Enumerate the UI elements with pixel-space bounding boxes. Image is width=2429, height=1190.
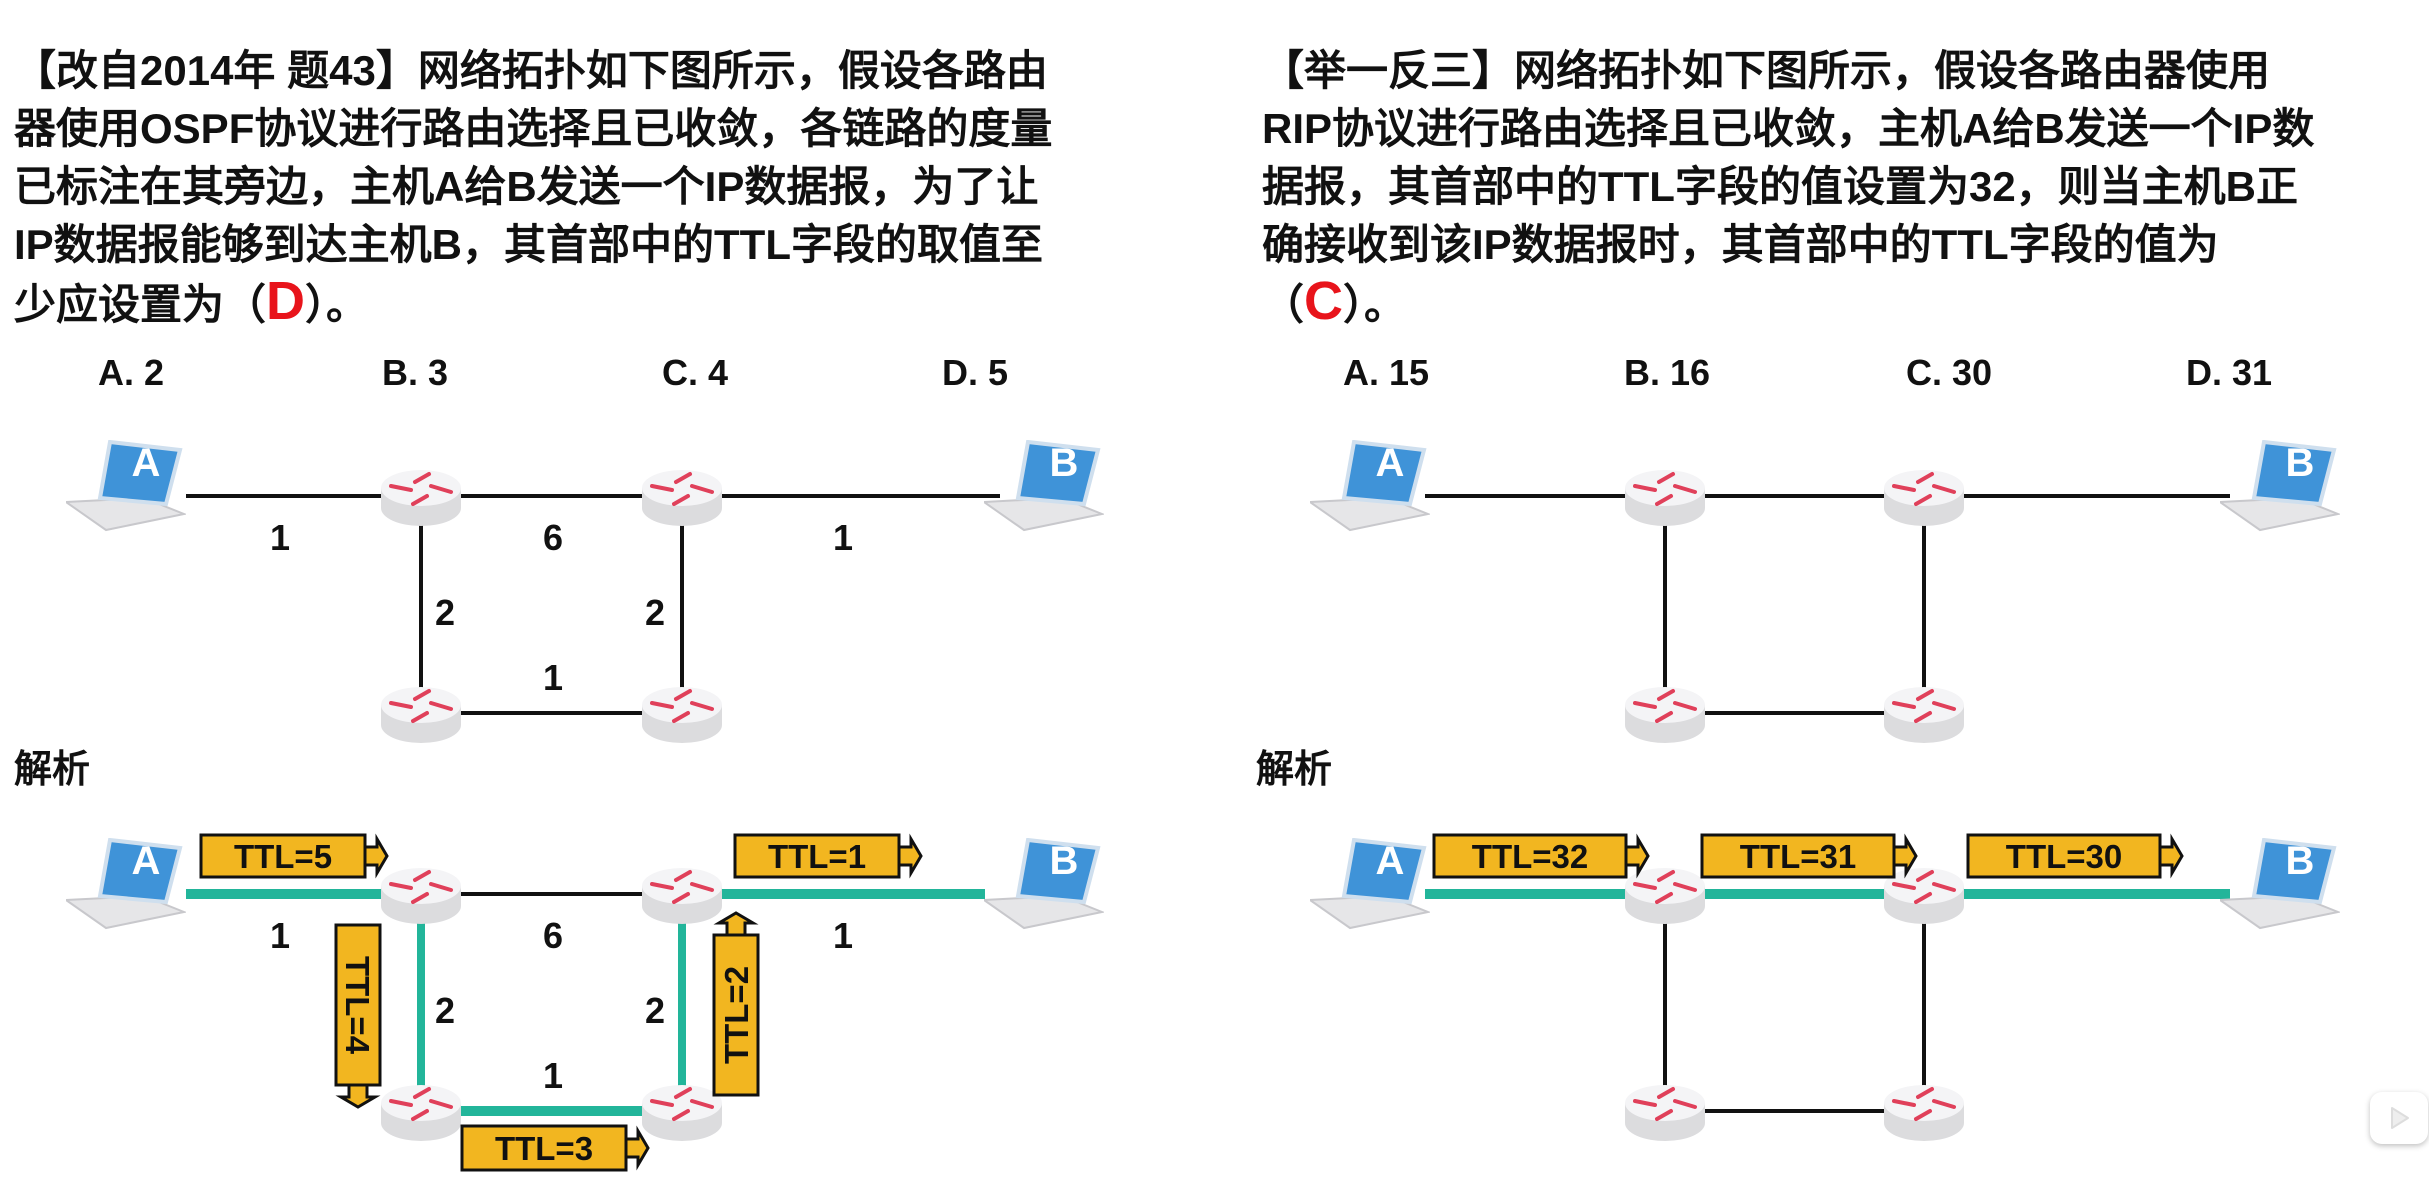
right-question-line-2: RIP协议进行路由选择且已收敛，主机A给B发送一个IP数: [1262, 105, 2315, 152]
metric-label: 1: [543, 657, 563, 698]
right-question-topology: A B: [1310, 441, 2338, 743]
host-a-label: A: [1376, 441, 1405, 485]
left-option-b: B. 3: [382, 352, 449, 393]
right-question-pre: （: [1262, 281, 1305, 328]
router-icon: [381, 470, 461, 526]
host-b-label: B: [2286, 441, 2315, 485]
metric-label: 6: [543, 915, 563, 956]
host-b-laptop-icon: [2220, 840, 2338, 928]
right-question-line-5: （C）。: [1262, 272, 1406, 334]
ttl-badge: TTL=31: [1700, 833, 1918, 879]
host-a-label: A: [132, 441, 161, 485]
host-a-laptop-icon: [66, 840, 184, 928]
router-icon: [642, 687, 722, 743]
left-question-pre: 少应设置为（: [14, 281, 267, 328]
metric-label: 1: [270, 915, 290, 956]
right-option-a: A. 15: [1343, 352, 1430, 393]
metric-label: 1: [833, 915, 853, 956]
ttl-badge: TTL=3: [460, 1124, 650, 1172]
host-b-label: B: [2286, 839, 2315, 883]
right-option-c: C. 30: [1906, 352, 1993, 393]
metric-label: 2: [645, 592, 665, 633]
right-answer: C: [1304, 271, 1344, 331]
ttl-text: TTL=31: [1740, 838, 1856, 875]
metric-label: 6: [543, 517, 563, 558]
left-option-d: D. 5: [942, 352, 1009, 393]
right-question-line-3: 据报，其首部中的TTL字段的值设置为32，则当主机B正: [1262, 163, 2299, 210]
ttl-text: TTL=2: [718, 966, 755, 1064]
right-option-d: D. 31: [2186, 352, 2273, 393]
left-option-c: C. 4: [662, 352, 729, 393]
left-question-post: ）。: [305, 281, 369, 328]
right-question-post: ）。: [1343, 281, 1407, 328]
metric-label: 2: [435, 592, 455, 633]
left-analysis-heading: 解析: [14, 749, 91, 791]
router-icon: [642, 470, 722, 526]
router-icon: [1884, 1085, 1964, 1141]
left-analysis-topology: A B 1 6 1 2 2 1 TTL=5 TTL=4 TTL=3: [66, 833, 1102, 1172]
ttl-text: TTL=32: [1472, 838, 1588, 875]
right-question-line-1: 【举一反三】网络拓扑如下图所示，假设各路由器使用: [1262, 47, 2271, 94]
play-triangle-icon: [2391, 1107, 2409, 1129]
router-icon: [1884, 470, 1964, 526]
host-b-laptop-icon: [984, 442, 1102, 530]
left-question-line-4: IP数据报能够到达主机B，其首部中的TTL字段的取值至: [14, 221, 1043, 268]
metric-label: 1: [270, 517, 290, 558]
router-icon: [1884, 868, 1964, 924]
left-question-line-3: 已标注在其旁边，主机A给B发送一个IP数据报，为了让: [14, 163, 1039, 210]
router-icon: [381, 868, 461, 924]
ttl-text: TTL=30: [2006, 838, 2122, 875]
ttl-badge: TTL=30: [1966, 833, 2184, 879]
router-icon: [1625, 687, 1705, 743]
tv-play-icon[interactable]: [2370, 1092, 2428, 1144]
router-icon: [642, 868, 722, 924]
router-icon: [381, 1085, 461, 1141]
ttl-text: TTL=5: [234, 838, 332, 875]
right-question-line-4: 确接收到该IP数据报时，其首部中的TTL字段的值为: [1262, 221, 2219, 268]
host-a-laptop-icon: [66, 442, 184, 530]
ttl-badge: TTL=5: [199, 833, 389, 879]
left-question-line-1: 【改自2014年 题43】网络拓扑如下图所示，假设各路由: [14, 47, 1048, 94]
right-option-b: B. 16: [1624, 352, 1711, 393]
ttl-badge: TTL=1: [733, 833, 923, 879]
metric-label: 2: [645, 990, 665, 1031]
right-analysis-topology: A B TTL=32 TTL=31 TTL=30: [1310, 833, 2338, 1141]
router-icon: [381, 687, 461, 743]
left-question-topology: A B 1 6 1 2 2 1: [66, 441, 1102, 743]
router-icon: [1625, 1085, 1705, 1141]
host-b-laptop-icon: [984, 840, 1102, 928]
ttl-badge: TTL=4: [334, 923, 382, 1109]
left-question-line-5: 少应设置为（D）。: [14, 272, 368, 334]
ttl-badge: TTL=32: [1432, 833, 1650, 879]
host-b-label: B: [1050, 441, 1079, 485]
left-question-line-2: 器使用OSPF协议进行路由选择且已收敛，各链路的度量: [14, 105, 1053, 152]
router-icon: [1884, 687, 1964, 743]
ttl-badge: TTL=2: [712, 911, 760, 1097]
host-a-laptop-icon: [1310, 442, 1428, 530]
metric-label: 1: [833, 517, 853, 558]
metric-label: 1: [543, 1055, 563, 1096]
host-b-laptop-icon: [2220, 442, 2338, 530]
ttl-text: TTL=4: [339, 956, 376, 1055]
router-icon: [1625, 470, 1705, 526]
host-a-label: A: [1376, 839, 1405, 883]
left-option-a: A. 2: [98, 352, 165, 393]
host-a-laptop-icon: [1310, 840, 1428, 928]
right-analysis-heading: 解析: [1256, 749, 1333, 791]
router-icon: [642, 1085, 722, 1141]
left-answer: D: [266, 271, 306, 331]
host-b-label: B: [1050, 839, 1079, 883]
metric-label: 2: [435, 990, 455, 1031]
ttl-text: TTL=1: [768, 838, 866, 875]
ttl-text: TTL=3: [495, 1130, 593, 1167]
host-a-label: A: [132, 839, 161, 883]
